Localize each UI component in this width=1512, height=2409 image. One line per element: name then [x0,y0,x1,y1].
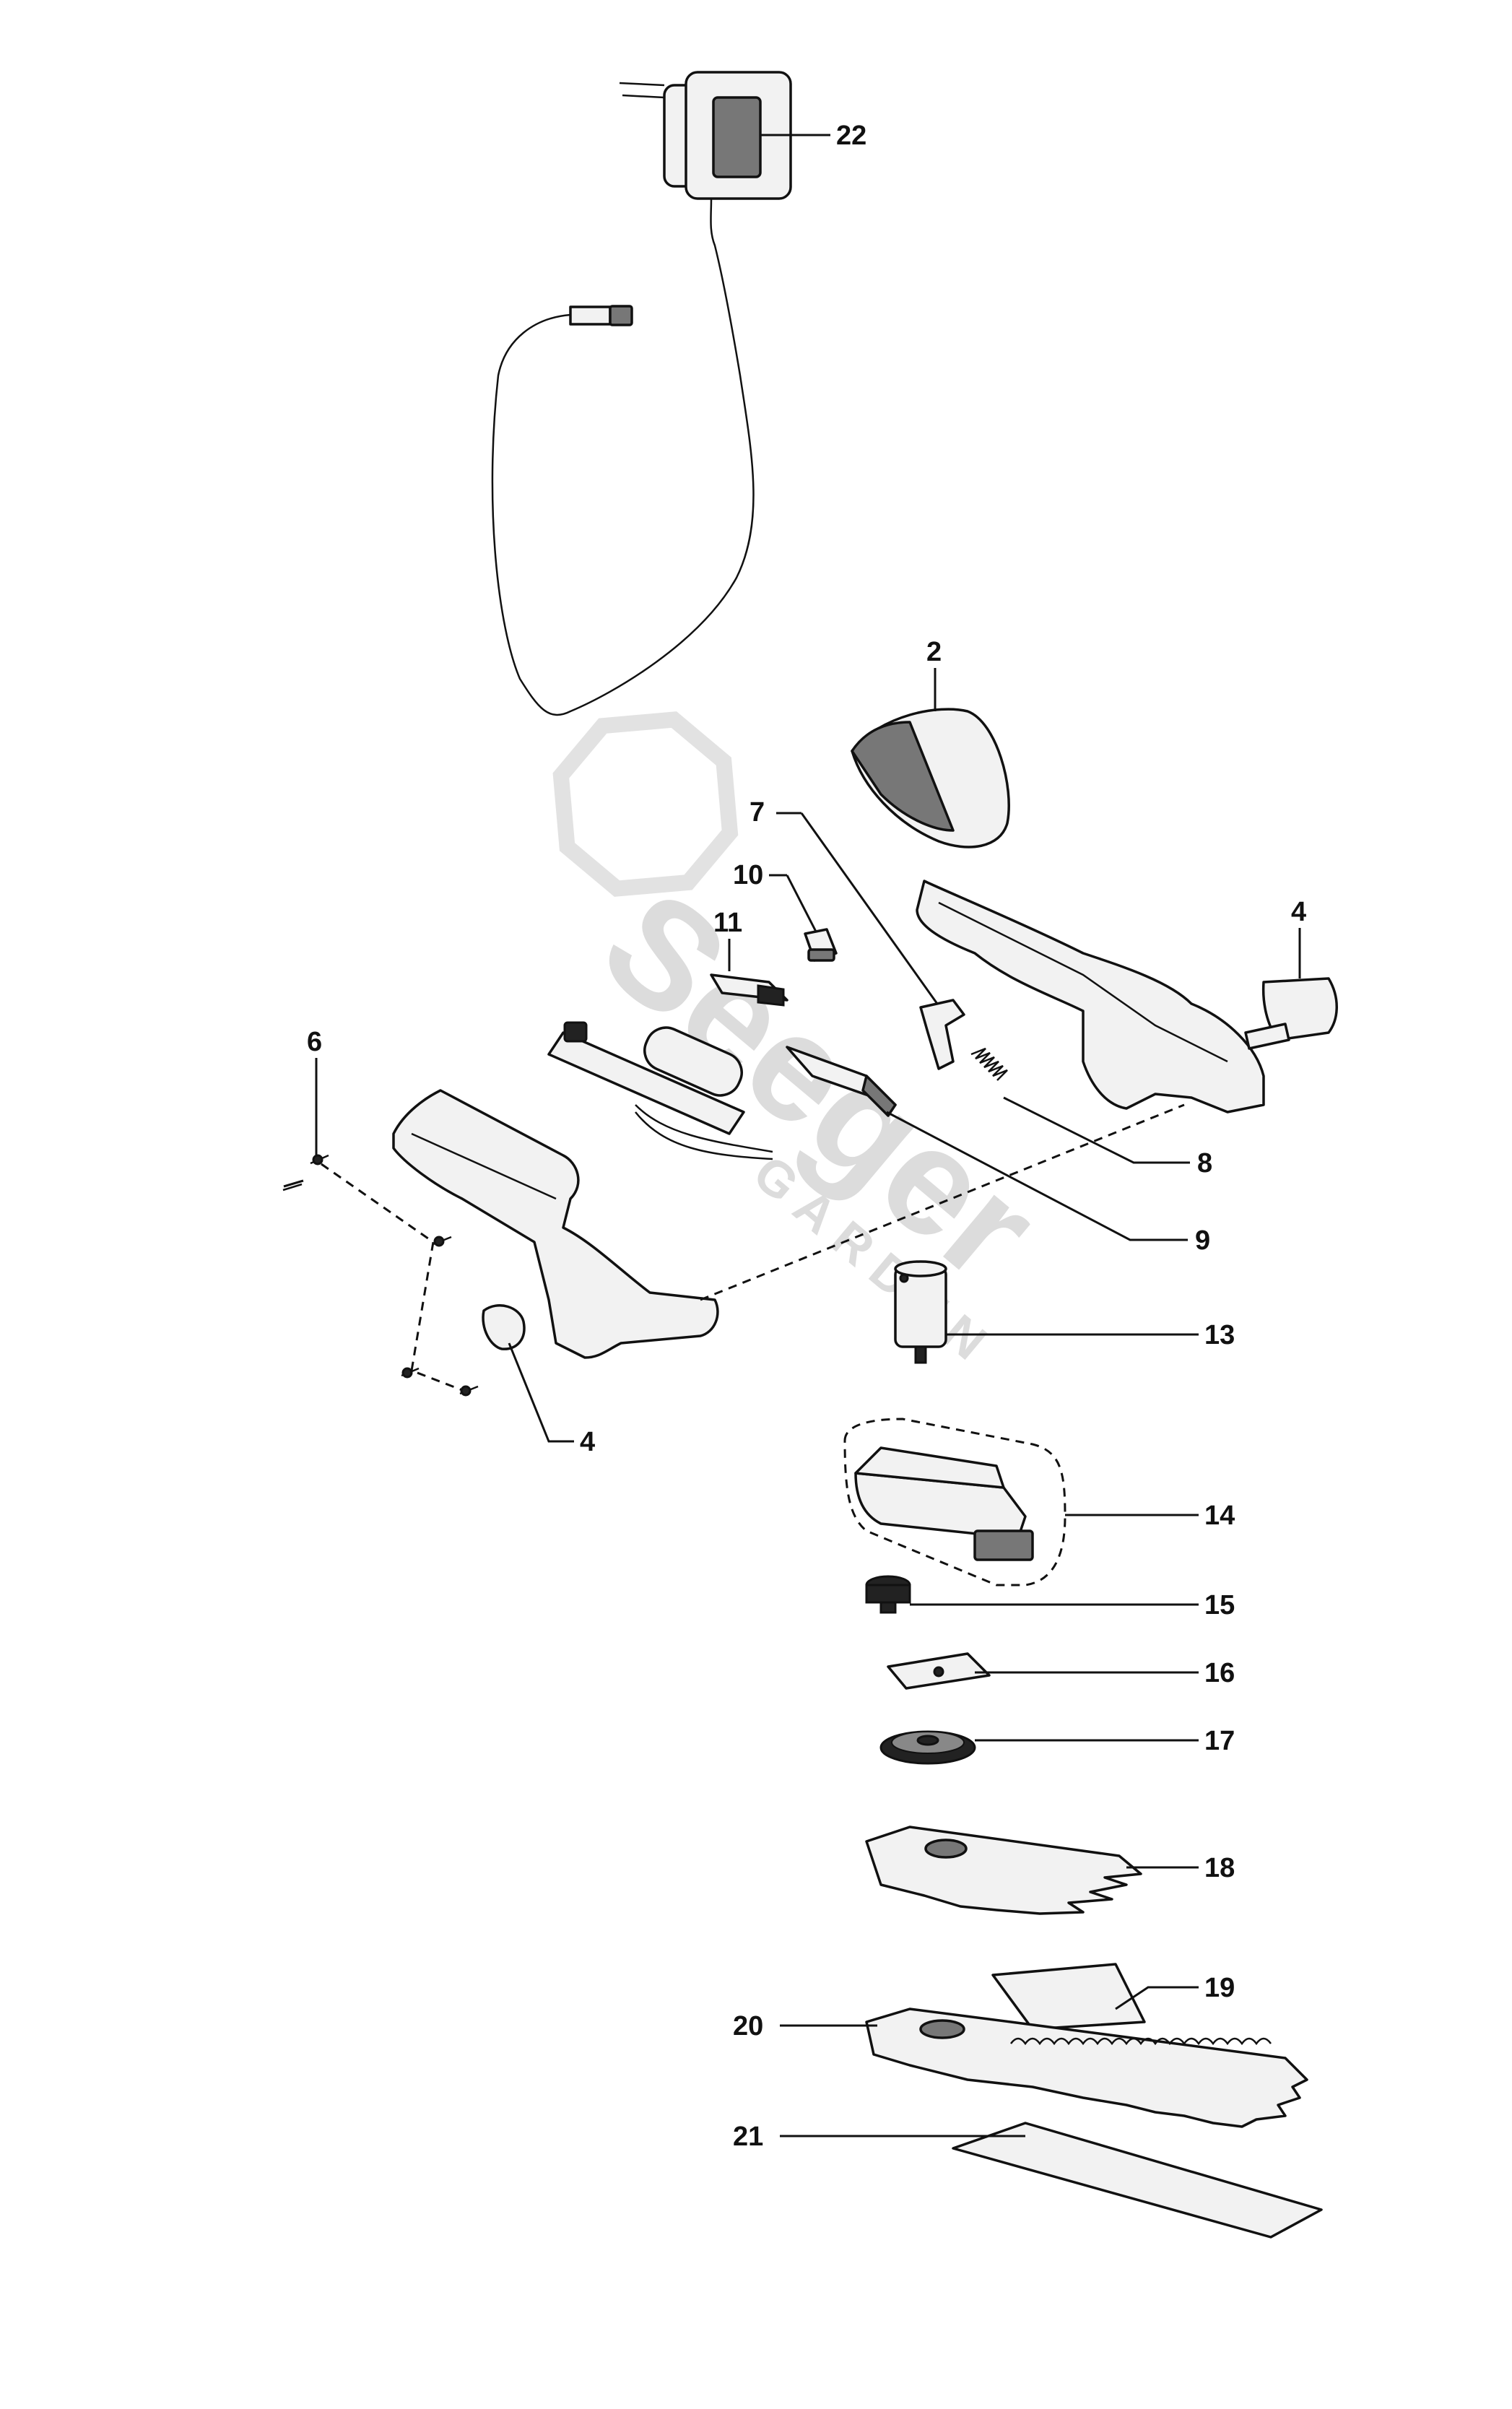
handle-end-cap-left [482,1304,526,1350]
callout-17: 17 [1204,1726,1235,1756]
gear-wheel [879,1730,976,1765]
callout-4a: 4 [1291,897,1306,927]
callout-19: 19 [1204,1973,1235,2003]
callout-18: 18 [1204,1853,1235,1883]
hedge-blade [865,2007,1308,2128]
battery-cover [851,708,1010,848]
left-handle-housing [392,1089,719,1359]
shim-plate [887,1652,991,1690]
callout-6: 6 [307,1027,322,1057]
leader-8 [1003,1096,1190,1164]
callout-13: 13 [1204,1320,1235,1350]
leader-19 [1115,1986,1199,2010]
callout-4b: 4 [580,1427,595,1457]
charger-adapter [491,71,792,716]
grass-blade [865,1826,1142,1915]
callout-20: 20 [733,2011,763,2041]
small-cap [804,928,838,962]
watermark-logo-icon [552,711,739,897]
right-handle-housing [916,880,1265,1114]
callout-11: 11 [713,908,742,938]
callout-9: 9 [1195,1225,1210,1256]
assembly-line-screws [321,1163,463,1392]
callout-10: 10 [733,860,763,890]
slide-switch [786,1046,897,1117]
callout-7: 7 [750,797,765,828]
battery-pcb-assembly [547,1021,773,1160]
screws [282,1154,479,1397]
leader-4b [508,1342,574,1443]
pinion-gear [865,1575,911,1614]
callout-2: 2 [926,637,942,667]
leader-9 [886,1111,1188,1241]
leader-10b [786,874,817,932]
callout-22: 22 [836,121,866,151]
handle-end-cap-right [1244,977,1338,1050]
gearbox-housing [843,1418,1066,1587]
switch-contact [710,973,788,1007]
leader-7b [800,812,939,1004]
spring [970,1047,1008,1081]
callout-16: 16 [1204,1658,1235,1688]
callout-21: 21 [733,2122,763,2152]
switch-lever [919,999,965,1070]
callout-14: 14 [1204,1501,1235,1531]
motor [894,1260,947,1364]
hedge-blade-cover [952,2122,1323,2239]
callout-8: 8 [1197,1148,1212,1179]
assembly-line-handle [700,1103,1185,1301]
callout-15: 15 [1204,1590,1235,1620]
grass-blade-cover [991,1963,1146,2031]
